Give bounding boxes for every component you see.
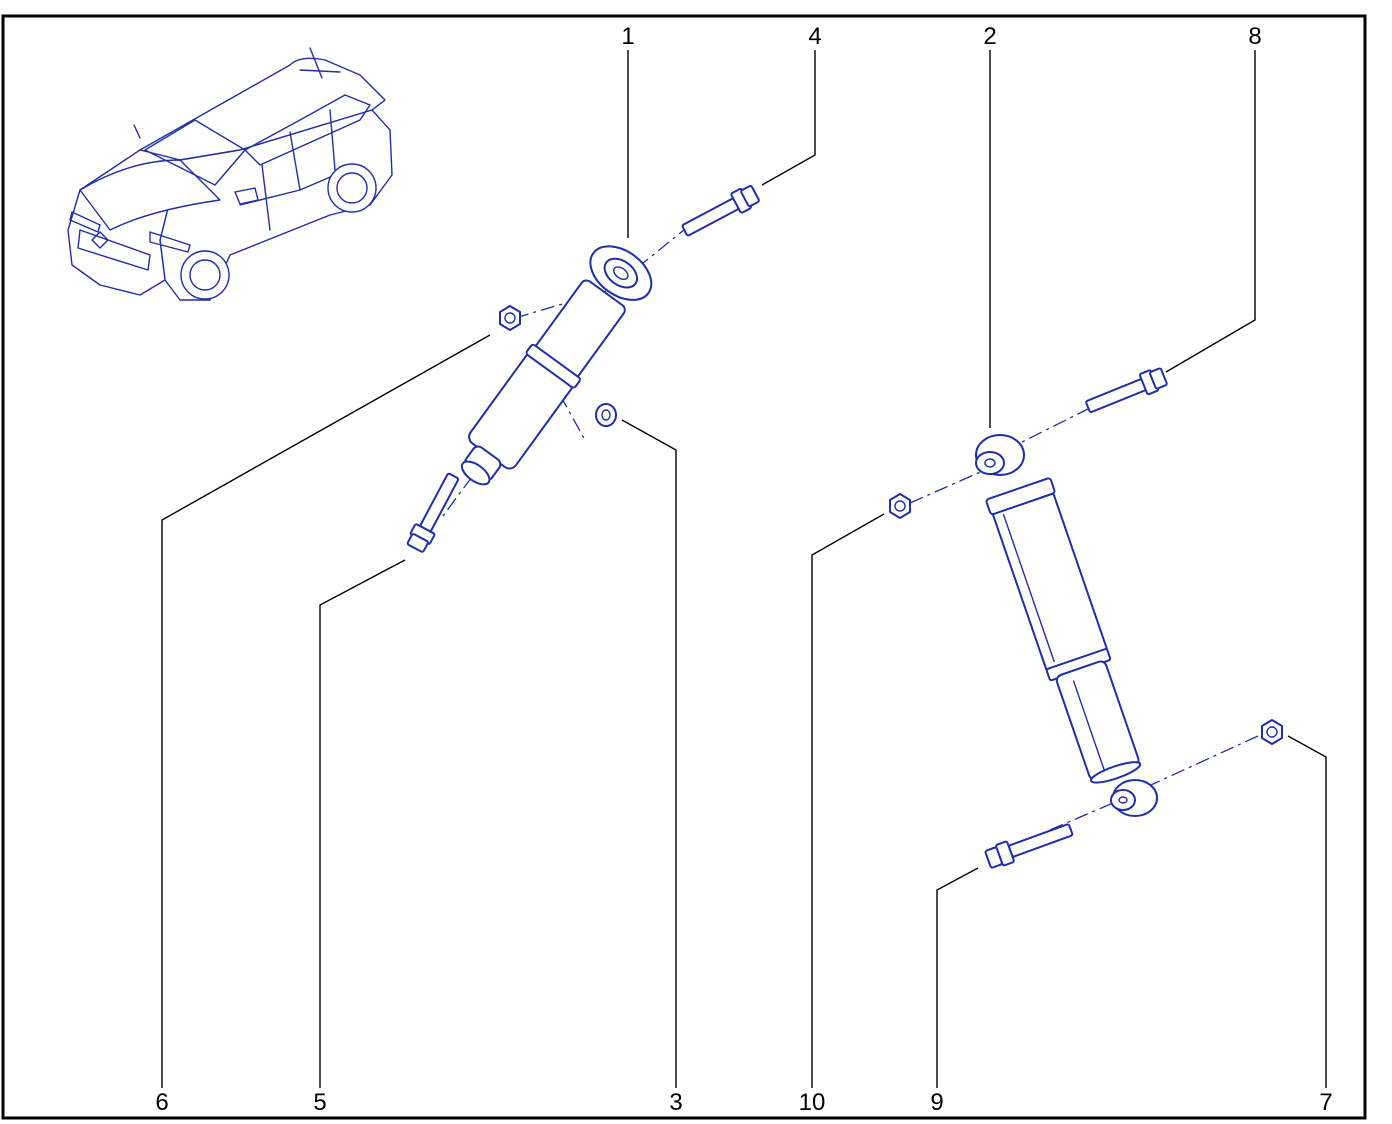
leader-9 <box>936 867 979 1088</box>
leader-5 <box>319 559 406 1088</box>
leader-10 <box>811 513 885 1088</box>
washer-front-3 <box>595 403 617 427</box>
leader-4 <box>761 50 816 186</box>
nut-front-6 <box>499 305 521 331</box>
callout-8: 8 <box>1248 23 1261 50</box>
front-shock-absorber <box>460 245 653 486</box>
callout-6: 6 <box>155 1089 168 1116</box>
bolt-front-upper <box>681 184 760 237</box>
bolt-rear-upper <box>1085 367 1168 413</box>
callout-2: 2 <box>983 23 996 50</box>
bolt-front-lower <box>406 472 460 553</box>
leader-8 <box>1165 50 1256 373</box>
callout-1: 1 <box>621 23 634 50</box>
nut-rear-7 <box>1261 719 1283 745</box>
axis-rear-lower-9 <box>1049 799 1121 831</box>
callout-3: 3 <box>669 1089 682 1116</box>
axis-front-washer-3 <box>559 394 586 441</box>
vehicle-location-icon <box>67 47 393 301</box>
bolt-rear-lower <box>984 823 1074 869</box>
axis-rear-upper <box>1009 407 1091 449</box>
leader-6 <box>161 334 491 1088</box>
leader-7 <box>1287 735 1327 1088</box>
diagram-frame <box>1 14 1367 1120</box>
axis-rear-lower-7 <box>1139 735 1259 791</box>
nut-rear-10 <box>889 493 911 519</box>
callout-10: 10 <box>799 1089 826 1116</box>
callout-4: 4 <box>808 23 821 50</box>
leader-3 <box>621 419 677 1088</box>
rear-shock-absorber <box>975 434 1158 817</box>
callout-9: 9 <box>930 1089 943 1116</box>
callout-5: 5 <box>313 1089 326 1116</box>
callout-7: 7 <box>1319 1089 1332 1116</box>
axis-rear-nut-10 <box>909 469 986 504</box>
